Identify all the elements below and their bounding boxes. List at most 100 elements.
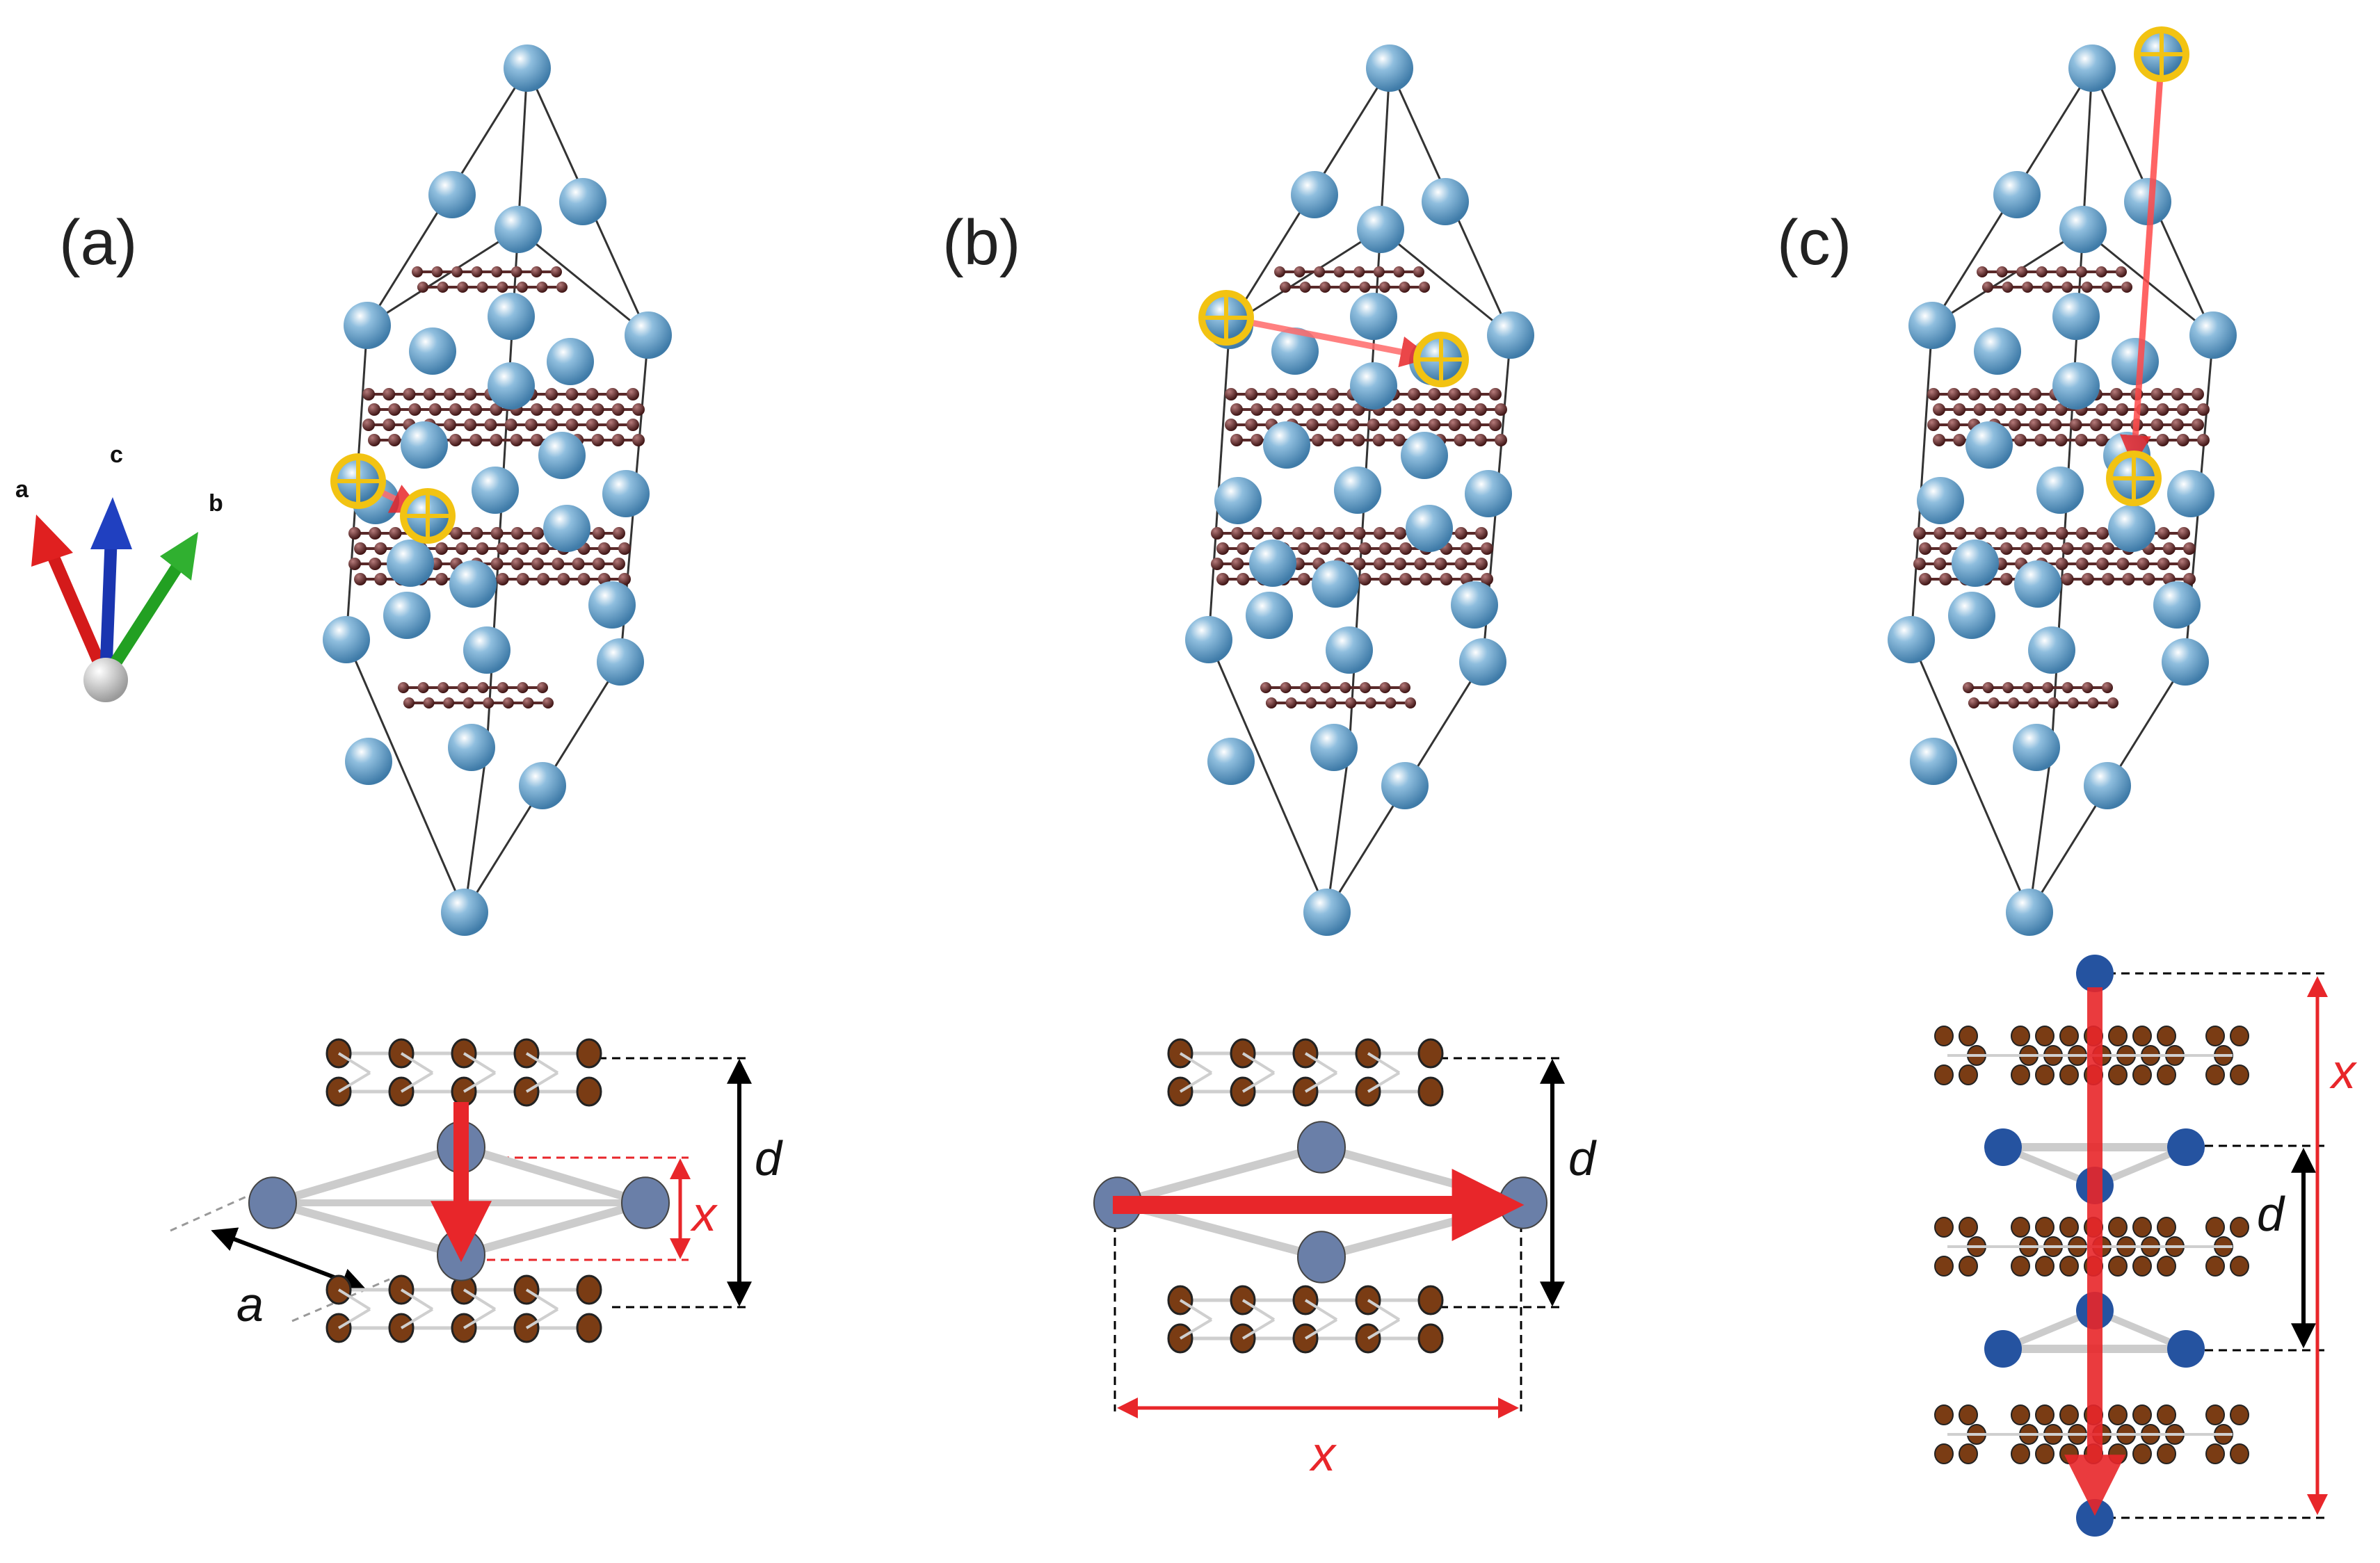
schematic-bond	[525, 1052, 559, 1074]
metal-atom	[559, 178, 606, 225]
metal-atom	[488, 293, 535, 340]
carbon-atom	[1359, 282, 1371, 293]
schematic-carbon	[2011, 1217, 2030, 1238]
carbon-atom	[1245, 419, 1258, 431]
carbon-atom	[545, 419, 558, 431]
metal-atom	[344, 302, 391, 349]
carbon-atom	[1297, 542, 1310, 555]
schematic-bond	[1304, 1071, 1338, 1093]
dim-label-x-a: x	[690, 1187, 718, 1241]
carbon-atom	[2055, 403, 2068, 416]
metal-atom	[2059, 206, 2107, 253]
carbon-atom	[1399, 682, 1410, 693]
carbon-atom	[477, 682, 489, 693]
carbon-atom	[490, 527, 504, 540]
cell-edge	[345, 639, 466, 913]
schematic-carbon	[1959, 1026, 1978, 1046]
carbon-atom	[556, 282, 568, 293]
carbon-atom	[443, 388, 456, 400]
metal-atom	[1422, 178, 1469, 225]
carbon-atom	[362, 419, 375, 431]
metal-atom	[1974, 327, 2021, 375]
carbon-atom	[464, 419, 477, 431]
metal-atom	[1451, 581, 1498, 629]
carbon-atom	[389, 527, 402, 540]
schematic-carbon	[2157, 1256, 2176, 1277]
schematic-metal	[1499, 1176, 1547, 1229]
schematic-carbon	[1934, 1404, 1954, 1425]
carbon-atom	[2034, 403, 2048, 416]
schematic-carbon	[2230, 1217, 2249, 1238]
carbon-atom	[1973, 403, 1986, 416]
schematic-bond	[1179, 1299, 1213, 1321]
carbon-atom	[2027, 697, 2039, 708]
carbon-atom	[451, 266, 463, 277]
carbon-atom	[408, 403, 421, 416]
carbon-atom	[463, 697, 474, 708]
carbon-atom	[1454, 403, 1467, 416]
carbon-atom	[369, 558, 382, 570]
schematic-bond	[1241, 1299, 1276, 1321]
carbon-atom	[1993, 403, 2007, 416]
carbon-atom	[1394, 527, 1407, 540]
schematic-carbon	[2205, 1256, 2225, 1277]
metal-atom	[1310, 724, 1358, 771]
carbon-atom	[1271, 403, 1284, 416]
metal-atom	[1246, 592, 1293, 639]
carbon-atom	[1448, 388, 1461, 400]
carbon-atom	[537, 542, 550, 555]
metal-atom	[1917, 477, 1964, 524]
carbon-atom	[1953, 403, 1966, 416]
metal-atom	[2028, 626, 2075, 674]
carbon-atom	[502, 697, 514, 708]
schematic-carbon	[2205, 1064, 2225, 1085]
schematic-metal	[1297, 1121, 1346, 1174]
carbon-atom	[443, 697, 455, 708]
metal-atom	[1459, 638, 1506, 686]
carbon-atom	[1913, 558, 1926, 570]
metal-atom	[1334, 467, 1381, 514]
carbon-atom	[1947, 388, 1961, 400]
cell-edge	[367, 228, 519, 327]
carbon-atom	[2157, 558, 2170, 570]
carbon-atom	[1919, 573, 1931, 585]
carbon-atom	[1408, 419, 1421, 431]
carbon-atom	[1338, 542, 1351, 555]
schematic-metal	[2167, 1128, 2205, 1166]
schematic-metal	[621, 1176, 670, 1229]
carbon-atom	[1939, 542, 1952, 555]
schematic-carbon	[2059, 1256, 2079, 1277]
metal-atom	[1303, 889, 1351, 936]
schematic-carbon	[2108, 1064, 2128, 1085]
carbon-atom	[1353, 558, 1366, 570]
metal-atom	[2189, 311, 2237, 359]
schematic-bond	[1179, 1052, 1213, 1074]
carbon-atom	[2013, 434, 2027, 446]
carbon-atom	[2055, 527, 2068, 540]
carbon-atom	[1353, 266, 1365, 277]
schematic-carbon	[2011, 1443, 2030, 1464]
metal-atom	[2006, 889, 2053, 936]
carbon-atom	[2178, 558, 2190, 570]
carbon-atom	[2061, 542, 2074, 555]
metal-atom	[547, 338, 594, 385]
metal-atom	[1271, 327, 1319, 375]
metal-atom	[1207, 738, 1255, 785]
carbon-atom	[476, 542, 489, 555]
axis-label-c: c	[110, 442, 123, 468]
carbon-atom	[2029, 388, 2042, 400]
carbon-atom	[530, 403, 543, 416]
carbon-atom	[388, 403, 401, 416]
metal-atom	[448, 724, 495, 771]
carbon-atom	[1352, 403, 1365, 416]
dim-label-a-a: a	[236, 1277, 264, 1331]
schematic-metal	[1297, 1231, 1346, 1283]
schematic-carbon	[2205, 1404, 2225, 1425]
schematic-bond	[463, 1288, 497, 1311]
carbon-atom	[2142, 573, 2155, 585]
schematic-carbon	[1417, 1285, 1444, 1315]
carbon-atom	[2020, 542, 2034, 555]
schematic-bond	[1241, 1071, 1276, 1093]
carbon-atom	[2089, 419, 2102, 431]
carbon-atom	[403, 388, 416, 400]
